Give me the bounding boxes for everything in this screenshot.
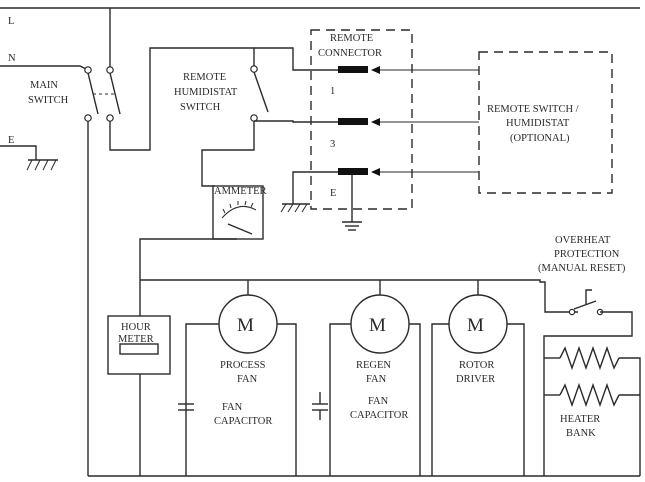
overheat-protection-switch [543,289,633,476]
connector-pin-e [338,168,368,175]
heater-bank [544,345,641,476]
regen-fan-label: REGEN FAN [356,360,394,385]
remote-connector [280,29,413,231]
line-l-label: L [8,16,14,27]
fan-capacitor-2-label: FAN CAPACITOR [350,396,408,421]
process-fan-motor-symbol: M [237,315,254,336]
remote-switch-humidistat [371,51,613,194]
rotor-driver-label: ROTOR DRIVER [456,360,497,385]
process-fan-label: PROCESS FAN [220,360,268,385]
regen-fan-motor [312,294,421,476]
supply-line-e [0,145,58,171]
rotor-driver-motor [431,294,525,476]
overheat-protection-label: OVERHEAT PROTECTION (MANUAL RESET) [538,235,626,274]
pin-e-label: E [330,188,336,199]
main-switch [84,47,255,476]
pin-1-label: 1 [330,86,335,97]
regen-fan-motor-symbol: M [369,315,386,336]
line-n-label: N [8,53,16,64]
ammeter-label: AMMETER [214,186,267,197]
bus-line [140,279,578,313]
rotor-driver-motor-symbol: M [467,315,484,336]
pin-3-label: 3 [330,139,335,150]
heater-bank-label: HEATER BANK [560,414,603,439]
remote-connector-label: REMOTE CONNECTOR [318,33,382,59]
remote-humidistat-switch-label: REMOTE HUMIDISTAT SWITCH [174,72,240,113]
hour-meter-label: HOUR METER [118,322,154,345]
connector-pin-3 [338,118,368,125]
connector-pin-1 [338,66,368,73]
remote-switch-humidistat-label: REMOTE SWITCH / HUMIDISTAT (OPTIONAL) [487,104,581,144]
hour-meter [107,315,171,476]
main-switch-label: MAIN SWITCH [28,80,69,106]
ammeter [139,185,264,316]
supply-line-n [0,65,89,71]
process-fan-motor [178,294,297,476]
supply-line-l [0,7,640,68]
line-e-label: E [8,135,14,146]
remote-humidistat-switch [201,47,338,187]
fan-capacitor-1-label: FAN CAPACITOR [214,402,272,427]
